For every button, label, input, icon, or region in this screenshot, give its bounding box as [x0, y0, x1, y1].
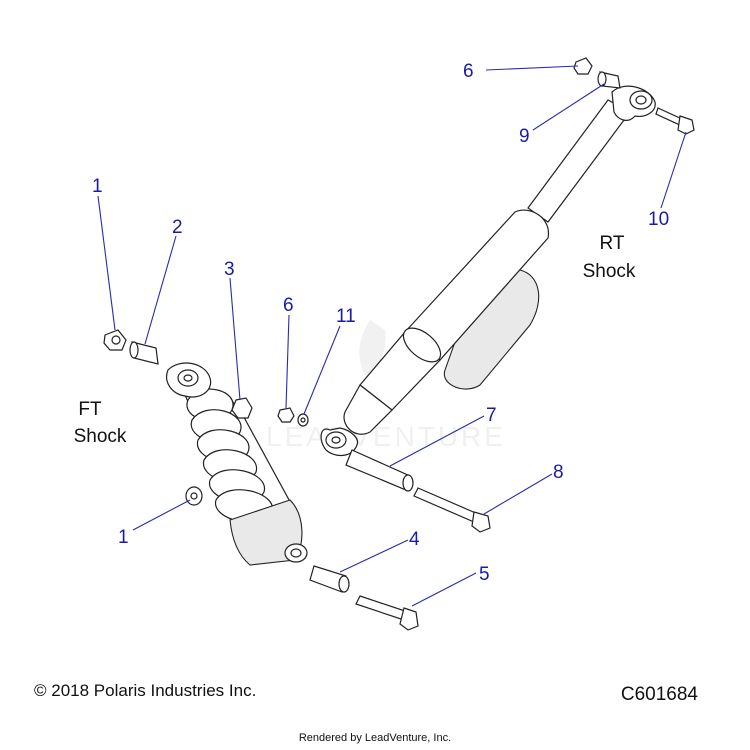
callout-2: 2 [172, 217, 183, 238]
callout-6-top: 6 [463, 61, 474, 82]
part-6-top [573, 57, 593, 75]
ft-shock [166, 362, 308, 566]
watermark: LEADVENTURE [266, 320, 506, 452]
callout-6-left: 6 [283, 295, 294, 316]
part-11-washer [297, 413, 309, 427]
leader-9 [532, 83, 605, 131]
leader-4 [339, 539, 409, 573]
part-7-sleeve [345, 449, 414, 492]
diagram-code: C601684 [620, 684, 698, 705]
callout-4: 4 [409, 529, 420, 550]
callout-1-top: 1 [92, 176, 103, 197]
part-3-bolt-head [231, 397, 253, 419]
leader-2 [144, 235, 177, 345]
callout-3: 3 [224, 259, 235, 280]
part-4-sleeve [309, 565, 350, 593]
leader-5 [411, 572, 477, 607]
callout-8: 8 [553, 462, 564, 483]
ft-label-line2: Shock [74, 426, 127, 447]
rendered-by-text: Rendered by LeadVenture, Inc. [298, 732, 452, 744]
copyright-text: © 2018 Polaris Industries Inc. [34, 681, 257, 700]
rt-shock [320, 85, 656, 456]
leader-1-lower [132, 499, 191, 531]
part-10-bolt [655, 107, 695, 135]
part-2-bushing [129, 341, 159, 365]
part-1-lower [185, 486, 203, 506]
rt-label-line2: Shock [583, 261, 636, 282]
callout-10: 10 [648, 209, 669, 230]
rt-label-line1: RT [600, 233, 625, 254]
leader-3 [229, 277, 241, 401]
ft-label-line1: FT [78, 399, 102, 420]
part-1-top [103, 329, 127, 351]
leader-7 [389, 415, 485, 467]
leader-6-top [485, 65, 579, 71]
callout-11: 11 [336, 306, 356, 327]
part-5-bolt [355, 595, 419, 631]
leader-8 [483, 473, 553, 515]
part-6-nut [277, 407, 295, 423]
leader-6-left [285, 314, 290, 409]
svg-text:LEADVENTURE: LEADVENTURE [266, 421, 506, 452]
callout-9: 9 [519, 126, 530, 147]
part-9-bushing [597, 71, 621, 89]
leader-1-top [97, 195, 116, 331]
callout-1-lower: 1 [118, 527, 129, 548]
part-8-bolt [413, 487, 491, 533]
leader-10 [660, 131, 687, 209]
leader-11 [303, 325, 341, 415]
callout-5: 5 [479, 564, 490, 585]
callout-7: 7 [486, 405, 497, 426]
